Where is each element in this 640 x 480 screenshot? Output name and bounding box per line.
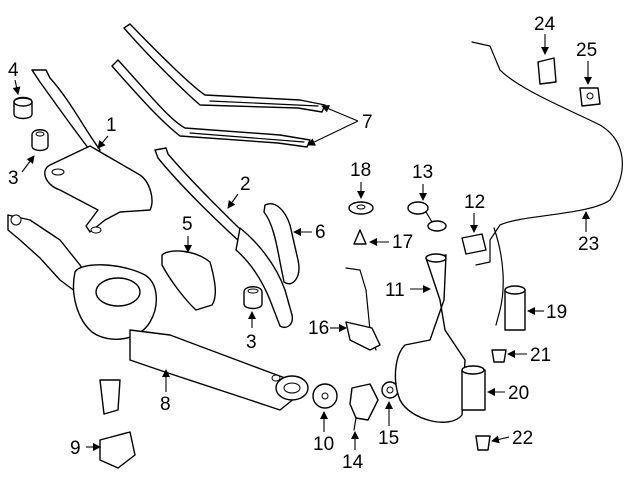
callout-p12: 12	[464, 192, 485, 233]
grommet-21	[491, 349, 507, 363]
washer-reservoir-11	[394, 253, 466, 423]
nut-cap-4	[13, 96, 33, 120]
callout-p1: 1	[97, 115, 117, 149]
callout-p11: 11	[385, 280, 431, 301]
callout-p5: 5	[182, 214, 193, 253]
wiper-blade-lower	[111, 59, 311, 148]
wiper-blade-upper	[123, 23, 326, 113]
callout-label-p23: 23	[578, 234, 599, 255]
callout-p3b: 3	[246, 311, 257, 353]
pump-20	[461, 365, 486, 411]
clip-24	[537, 57, 557, 85]
callout-label-p3b: 3	[246, 332, 257, 353]
callout-label-p20: 20	[508, 383, 529, 404]
callout-p22: 22	[491, 428, 533, 449]
nut-3-lower	[243, 286, 263, 310]
callout-label-p17: 17	[392, 232, 413, 253]
nut-3-upper	[31, 129, 49, 152]
callout-label-p22: 22	[512, 428, 533, 449]
washer-hose-23	[471, 41, 623, 326]
bracket-9	[99, 431, 136, 469]
callout-label-p15: 15	[378, 428, 399, 449]
cover-5	[161, 250, 217, 311]
callout-label-p16: 16	[308, 318, 329, 339]
callout-p18: 18	[350, 160, 371, 199]
cover-strip-6	[263, 203, 300, 285]
sensor-bracket-16	[345, 267, 381, 351]
callout-label-p13: 13	[412, 162, 433, 183]
callout-p16: 16	[308, 318, 347, 339]
wiper-arm-right	[154, 147, 294, 329]
callout-p19: 19	[527, 302, 567, 323]
callout-label-p10: 10	[313, 434, 334, 455]
callout-p24: 24	[534, 14, 556, 55]
callout-p8: 8	[160, 369, 171, 415]
callout-label-p24: 24	[534, 14, 556, 35]
callout-p6: 6	[293, 222, 326, 243]
callout-p23: 23	[578, 211, 599, 255]
callout-label-p14: 14	[342, 452, 364, 473]
callout-p2: 2	[227, 174, 251, 209]
grommet-10	[312, 383, 338, 409]
callout-label-p4: 4	[8, 60, 19, 81]
callout-p17: 17	[369, 232, 413, 253]
cap-13	[407, 201, 447, 232]
callout-p21: 21	[507, 345, 551, 366]
callout-p4: 4	[8, 60, 21, 95]
callout-p3a: 3	[8, 155, 35, 189]
callout-label-p5: 5	[182, 214, 193, 235]
wiper-linkage-8	[7, 214, 309, 415]
wiper-arm-left	[31, 69, 153, 234]
callout-label-p18: 18	[350, 160, 371, 181]
callout-label-p1: 1	[106, 115, 117, 136]
callout-p25: 25	[576, 40, 597, 85]
callout-p15: 15	[378, 401, 399, 449]
clip-25	[579, 87, 601, 107]
callout-label-p2: 2	[240, 174, 251, 195]
callout-p13: 13	[412, 162, 433, 201]
grommet-22	[475, 435, 491, 451]
callout-p20: 20	[487, 383, 529, 404]
callout-label-p12: 12	[464, 192, 485, 213]
callout-label-p8: 8	[160, 394, 171, 415]
pump-19	[504, 285, 526, 331]
callout-p10: 10	[313, 411, 334, 455]
callout-label-p7: 7	[362, 112, 373, 133]
callout-label-p11: 11	[385, 280, 405, 301]
plug-17	[353, 229, 367, 245]
callout-label-p19: 19	[546, 302, 567, 323]
callout-p9: 9	[70, 438, 101, 459]
clip-12	[461, 233, 487, 255]
callout-label-p25: 25	[576, 40, 597, 61]
callout-p7: 7	[307, 105, 373, 146]
pump-14	[349, 383, 379, 431]
callout-label-p6: 6	[315, 222, 326, 243]
callout-p14: 14	[342, 431, 364, 473]
callout-label-p21: 21	[530, 345, 551, 366]
grommet-18	[348, 201, 374, 215]
callout-label-p9: 9	[70, 438, 81, 459]
callout-label-p3a: 3	[8, 168, 19, 189]
